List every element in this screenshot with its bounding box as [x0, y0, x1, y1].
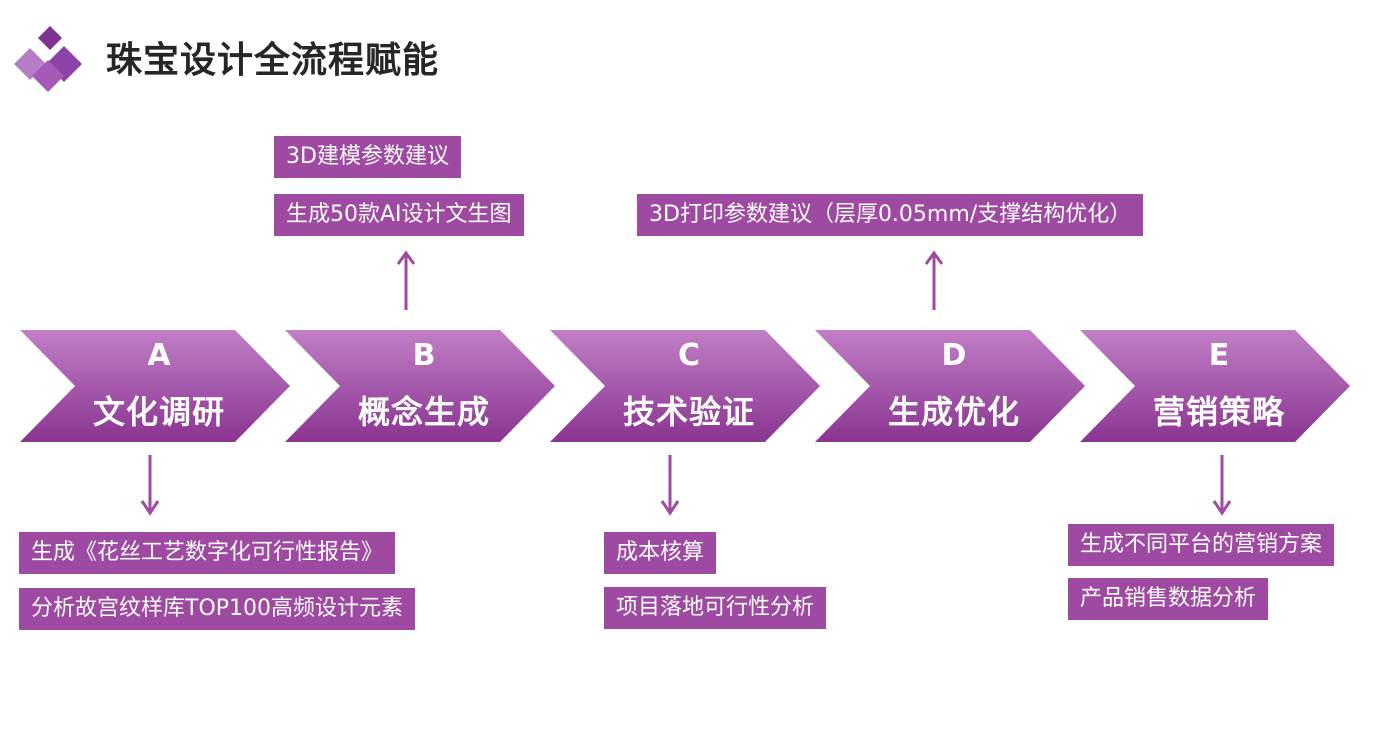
stage-letter: B: [412, 338, 436, 373]
page-title: 珠宝设计全流程赋能: [106, 39, 440, 81]
arrow-down-icon: [140, 455, 160, 516]
chevron-shape: [815, 330, 1085, 442]
arrow-up-icon: [924, 250, 944, 310]
arrow-down-icon: [1212, 455, 1232, 516]
stage-name: 概念生成: [357, 393, 490, 431]
stage-a: A 文化调研: [20, 330, 290, 442]
stage-letter: A: [147, 338, 171, 373]
note-box: 成本核算: [604, 532, 717, 574]
stage-letter: C: [677, 338, 701, 373]
diamond-logo-icon: [14, 26, 82, 92]
stage-c: C 技术验证: [550, 330, 820, 442]
chevron-shape: [1080, 330, 1350, 442]
chevron-shape: [20, 330, 290, 442]
note-box: 生成不同平台的营销方案: [1068, 524, 1335, 566]
arrow-down-icon: [660, 455, 680, 516]
note-box: 生成《花丝工艺数字化可行性报告》: [19, 532, 396, 574]
stage-letter: D: [941, 338, 967, 373]
chevron-shape: [285, 330, 555, 442]
chevron-shape: [550, 330, 820, 442]
stage-letter: E: [1208, 338, 1230, 373]
arrow-up-icon: [396, 250, 416, 310]
note-box: 产品销售数据分析: [1068, 578, 1269, 620]
note-box: 项目落地可行性分析: [604, 587, 827, 629]
note-box: 3D打印参数建议（层厚0.05mm/支撑结构优化）: [637, 194, 1144, 236]
stage-name: 营销策略: [1152, 393, 1285, 431]
note-box: 生成50款AI设计文生图: [274, 194, 524, 236]
stage-name: 技术验证: [622, 393, 755, 431]
note-box: 3D建模参数建议: [274, 136, 461, 178]
stage-e: E 营销策略: [1080, 330, 1350, 442]
note-box: 分析故宫纹样库TOP100高频设计元素: [19, 588, 416, 630]
stage-name: 生成优化: [887, 393, 1020, 431]
stage-b: B 概念生成: [285, 330, 555, 442]
stage-d: D 生成优化: [815, 330, 1085, 442]
stage-name: 文化调研: [92, 393, 225, 431]
